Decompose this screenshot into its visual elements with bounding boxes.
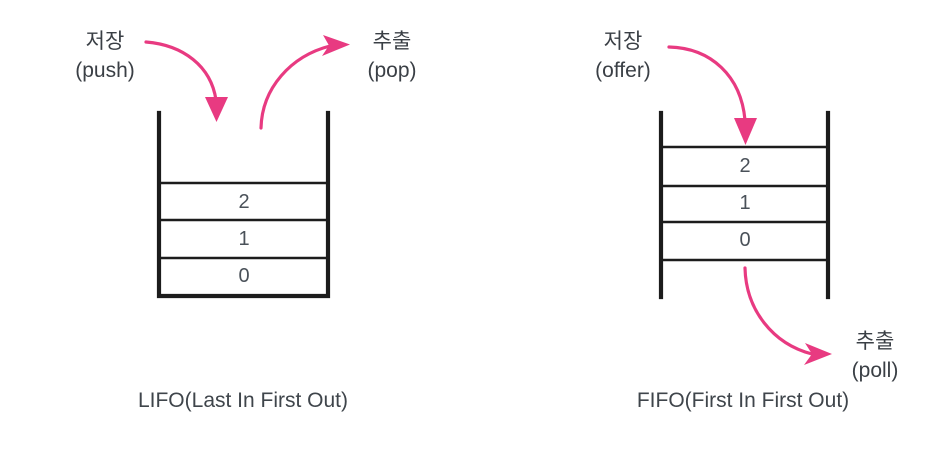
stack-cell-1: 1 — [238, 228, 250, 250]
operation-label-offer-en: (offer) — [595, 59, 651, 82]
queue-cell-2: 0 — [739, 229, 751, 251]
operation-label-pop-ko: 추출 — [372, 30, 412, 53]
offer-arrow — [667, 45, 757, 145]
operation-label-offer-ko: 저장 — [603, 30, 643, 53]
operation-label-push-ko: 저장 — [85, 30, 125, 53]
operation-label-push-en: (push) — [75, 59, 135, 82]
operation-label-push: 저장 (push) — [45, 27, 165, 85]
stack-container — [156, 110, 331, 299]
operation-label-offer: 저장 (offer) — [562, 27, 684, 85]
operation-label-poll-ko: 추출 — [855, 330, 895, 353]
operation-label-poll: 추출 (poll) — [818, 327, 932, 385]
queue-cell-0: 2 — [739, 155, 751, 177]
panel-caption-lifo: LIFO(Last In First Out) — [137, 389, 349, 412]
queue-cell-1: 1 — [739, 192, 751, 214]
pop-arrow — [259, 35, 350, 130]
poll-arrow — [743, 266, 832, 365]
stack-cell-0: 2 — [238, 191, 250, 213]
operation-label-poll-en: (poll) — [851, 359, 899, 382]
panel-caption-fifo: FIFO(First In First Out) — [636, 389, 850, 412]
operation-label-pop-en: (pop) — [367, 59, 417, 82]
queue-container — [658, 110, 831, 300]
operation-label-pop: 추출 (pop) — [332, 27, 452, 85]
push-arrow — [144, 40, 228, 122]
stack-cell-2: 0 — [238, 265, 250, 287]
